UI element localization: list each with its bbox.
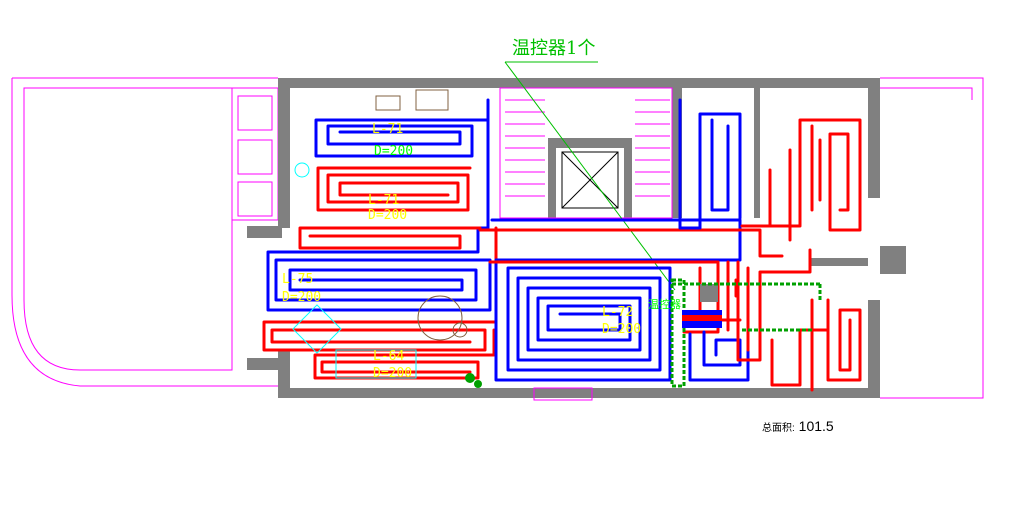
loop1-length: L-71 (372, 122, 404, 137)
elevator-shaft (561, 151, 619, 209)
loop1-spacing: D=200 (374, 144, 414, 159)
total-area-value: 101.5 (798, 418, 834, 434)
loop-center-blue (490, 218, 742, 382)
right-annex (880, 77, 984, 399)
loop2-spacing: D=200 (368, 208, 408, 223)
loop-top-left-blue (314, 118, 490, 158)
manifold-label: 温控器 (648, 298, 681, 311)
walls (247, 78, 906, 398)
stairwell (499, 87, 673, 401)
loop5-spacing: D=200 (373, 366, 413, 381)
title-leader (504, 61, 676, 291)
left-annex (11, 77, 279, 387)
manifold (670, 278, 822, 388)
loop3-length: L-75 (282, 272, 314, 287)
thermostat-title: 温控器1个 (512, 38, 596, 59)
loop-right-red (734, 118, 862, 392)
loop-left-blue (266, 98, 492, 312)
total-area: 总面积: 101.5 (762, 418, 834, 434)
total-area-label: 总面积: (762, 423, 795, 434)
loop-bottom-left-red (313, 328, 496, 380)
loop-top-left-red (316, 166, 472, 212)
loop2-length: L-71 (368, 193, 400, 208)
loop-right-blue (678, 98, 750, 382)
loop4-spacing: D=200 (602, 322, 642, 337)
plant-icon (465, 373, 482, 388)
loop3-spacing: D=200 (282, 290, 322, 305)
loop5-length: L-64 (373, 349, 405, 364)
loop4-length: L-72 (602, 305, 634, 320)
